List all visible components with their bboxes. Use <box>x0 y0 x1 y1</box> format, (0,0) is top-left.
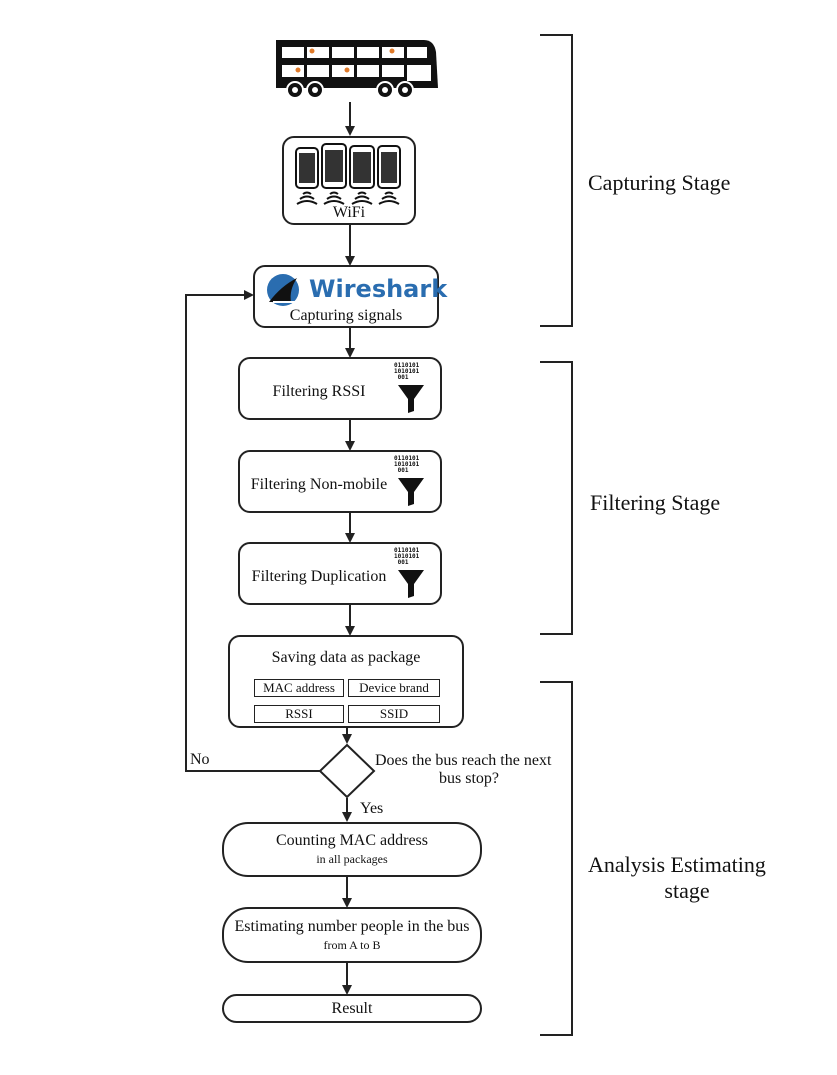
wireshark-box: Wireshark Capturing signals <box>253 265 447 328</box>
estimating-line2: from A to B <box>323 938 381 952</box>
arrow-no-loop-back <box>185 290 320 772</box>
filter-duplication-box: Filtering Duplication 0110101 1010101 00… <box>238 542 442 605</box>
filter-duplication-label: Filtering Duplication <box>251 568 387 585</box>
stage-filtering-label: Filtering Stage <box>590 490 721 515</box>
decision-question-line2: bus stop? <box>439 770 499 787</box>
stage-capturing-label: Capturing Stage <box>588 170 731 195</box>
smartphone-icon <box>295 143 401 205</box>
result-box: Result <box>222 994 482 1023</box>
counting-line1: Counting MAC address <box>276 832 428 849</box>
filter-rssi-box: Filtering RSSI 0110101 1010101 001 <box>238 357 442 420</box>
binary-digits-icon: 0110101 1010101 001 <box>394 362 420 381</box>
wireshark-fin-icon <box>267 274 299 306</box>
package-box: Saving data as package MAC address Devic… <box>228 635 464 728</box>
funnel-filter-icon <box>398 385 424 413</box>
decision-no-label: No <box>190 751 210 768</box>
binary-digits-icon: 0110101 1010101 001 <box>394 455 420 474</box>
estimating-line1: Estimating number people in the bus <box>234 918 470 935</box>
wifi-label: WiFi <box>332 204 366 221</box>
wireshark-caption: Capturing signals <box>289 307 403 324</box>
field-mac-address: MAC address <box>254 679 344 697</box>
bus-icon <box>276 40 438 99</box>
bracket-filtering <box>540 361 573 635</box>
funnel-filter-icon <box>398 570 424 598</box>
funnel-filter-icon <box>398 478 424 506</box>
counting-box: Counting MAC address in all packages <box>222 822 482 877</box>
wifi-devices-box: WiFi <box>282 136 416 225</box>
filter-rssi-label: Filtering RSSI <box>272 383 366 400</box>
estimating-box: Estimating number people in the bus from… <box>222 907 482 963</box>
field-rssi: RSSI <box>254 705 344 723</box>
filter-nonmobile-label: Filtering Non-mobile <box>250 476 388 493</box>
field-ssid: SSID <box>348 705 440 723</box>
decision-question-line1: Does the bus reach the next <box>375 752 552 769</box>
stage-analysis-label-line2: stage <box>664 878 710 903</box>
binary-digits-icon: 0110101 1010101 001 <box>394 547 420 566</box>
filter-nonmobile-box: Filtering Non-mobile 0110101 1010101 001 <box>238 450 442 513</box>
stage-analysis-label-line1: Analysis Estimating <box>588 852 766 877</box>
counting-line2: in all packages <box>316 852 388 866</box>
wifi-signal-icon <box>296 191 400 205</box>
bracket-capturing <box>540 34 573 327</box>
field-device-brand: Device brand <box>348 679 440 697</box>
package-title: Saving data as package <box>271 649 421 666</box>
result-label: Result <box>331 1000 373 1017</box>
decision-yes-label: Yes <box>360 800 384 817</box>
wireshark-logo-text: Wireshark <box>309 275 448 303</box>
bracket-analysis <box>540 681 573 1036</box>
decision-diamond <box>318 743 376 799</box>
